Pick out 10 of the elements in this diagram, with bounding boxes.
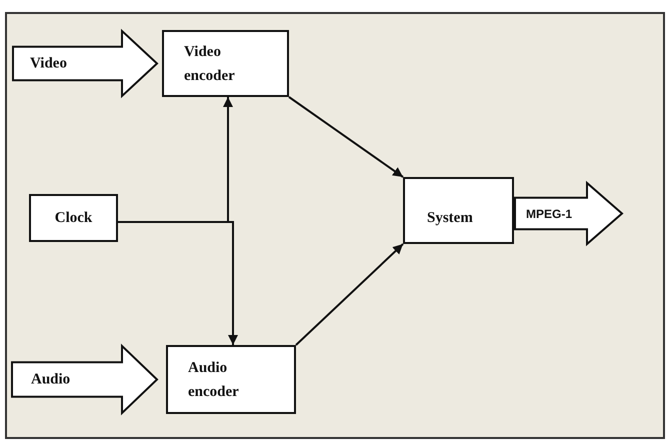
arrow xyxy=(288,96,404,178)
process-box: System xyxy=(403,177,514,244)
process-box: Video encoder xyxy=(162,30,289,97)
process-box: Audio encoder xyxy=(166,345,296,414)
arrow-label: Audio xyxy=(31,371,70,388)
arrow-label: Video xyxy=(30,55,67,72)
arrow xyxy=(295,243,404,346)
process-box: Clock xyxy=(29,194,118,242)
arrow xyxy=(118,221,238,345)
arrow-label: MPEG-1 xyxy=(526,206,572,220)
